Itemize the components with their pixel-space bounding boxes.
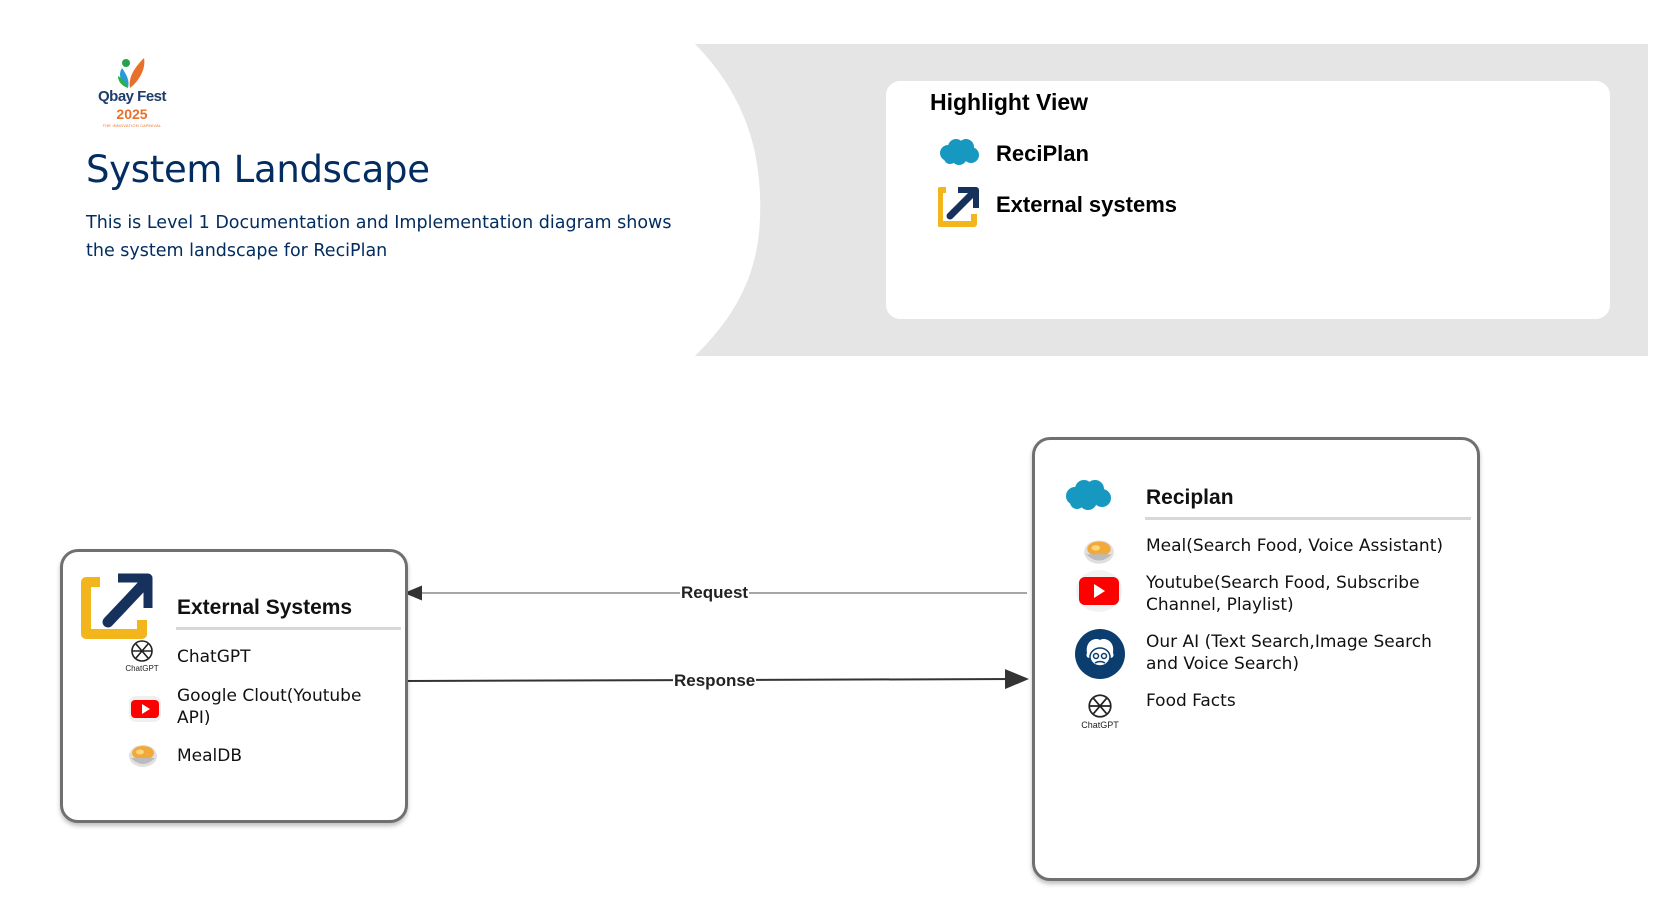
- external-item-youtube: Google Clout(Youtube API): [177, 686, 362, 728]
- external-systems-title: External Systems: [177, 596, 353, 619]
- reciplan-item-meal: Meal(Search Food, Voice Assistant): [1146, 536, 1444, 556]
- salesforce-cloud-icon: [938, 138, 980, 166]
- page-title: System Landscape: [86, 148, 430, 191]
- logo-year: 2025: [116, 106, 148, 122]
- youtube-icon: [1076, 570, 1122, 612]
- external-item-chatgpt: ChatGPT: [177, 647, 251, 667]
- response-label: Response: [673, 671, 757, 691]
- youtube-icon: [128, 695, 162, 723]
- external-systems-box: [60, 549, 408, 823]
- reciplan-divider: [1145, 517, 1471, 520]
- external-systems-icon: [80, 568, 160, 648]
- chatgpt-icon: ChatGPT: [1078, 692, 1122, 732]
- highlight-item-reciplan: ReciPlan: [996, 141, 1089, 166]
- salesforce-cloud-icon: [1064, 478, 1112, 512]
- meal-bowl-icon: [127, 740, 159, 770]
- qbay-fest-logo: Qbay Fest 2025 THE INNOVATION CARNIVAL: [92, 52, 172, 132]
- logo-name: Qbay Fest: [97, 88, 167, 105]
- reciplan-title: Reciplan: [1146, 486, 1234, 509]
- einstein-ai-icon: [1075, 629, 1125, 679]
- reciplan-item-food-facts: Food Facts: [1146, 691, 1236, 711]
- reciplan-item-youtube: Youtube(Search Food, Subscribe Channel, …: [1146, 573, 1420, 615]
- highlight-item-external-systems: External systems: [996, 192, 1177, 217]
- request-label: Request: [680, 583, 750, 603]
- external-systems-icon: [938, 184, 982, 228]
- page-description: This is Level 1 Documentation and Implem…: [86, 213, 672, 261]
- reciplan-item-our-ai: Our AI (Text Search,Image Search and Voi…: [1146, 632, 1432, 674]
- external-item-mealdb: MealDB: [177, 746, 243, 766]
- chatgpt-icon-caption: ChatGPT: [125, 664, 159, 673]
- highlight-view-title: Highlight View: [930, 89, 1089, 115]
- highlight-view-card: [886, 81, 1610, 319]
- logo-figure-icon: [118, 58, 145, 88]
- external-systems-divider: [176, 627, 401, 630]
- logo-tagline: THE INNOVATION CARNIVAL: [102, 123, 162, 128]
- chatgpt-icon-caption: ChatGPT: [1081, 720, 1119, 730]
- meal-bowl-icon: [1082, 535, 1116, 567]
- chatgpt-icon: ChatGPT: [122, 638, 162, 676]
